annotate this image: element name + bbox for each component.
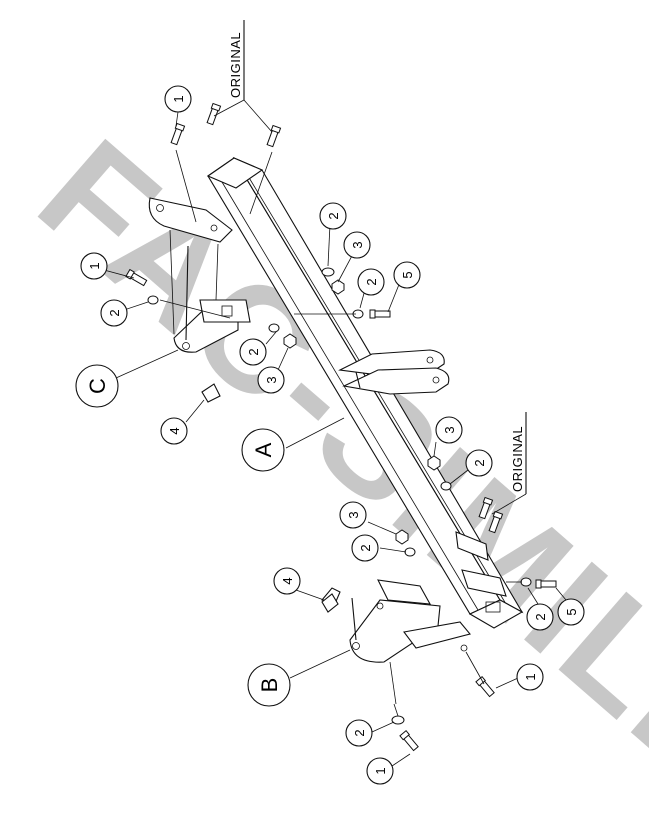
svg-text:2: 2 bbox=[107, 309, 122, 316]
callout-washer: 2 bbox=[526, 603, 554, 631]
svg-text:3: 3 bbox=[264, 376, 279, 383]
callout-bolt: 1 bbox=[516, 663, 544, 691]
center-hitch-bracket bbox=[338, 349, 450, 395]
callout-bolt-5: 5 bbox=[557, 598, 585, 626]
callout-nut: 3 bbox=[339, 501, 367, 529]
svg-text:C: C bbox=[85, 378, 110, 394]
callout-bolt: 1 bbox=[366, 757, 394, 785]
svg-text:2: 2 bbox=[352, 729, 367, 736]
svg-text:4: 4 bbox=[167, 427, 182, 434]
callout-nut: 3 bbox=[257, 366, 285, 394]
svg-text:1: 1 bbox=[523, 673, 538, 680]
original-label-top: ORIGINAL bbox=[213, 20, 273, 133]
svg-text:1: 1 bbox=[171, 95, 186, 102]
callout-bolt-5: 5 bbox=[393, 261, 421, 289]
bracket-right-end bbox=[455, 531, 507, 597]
bracket-b bbox=[321, 579, 471, 705]
svg-text:2: 2 bbox=[358, 544, 373, 551]
svg-text:2: 2 bbox=[472, 459, 487, 466]
callout-washer: 2 bbox=[100, 299, 128, 327]
callout-nut: 3 bbox=[435, 416, 463, 444]
svg-text:3: 3 bbox=[350, 241, 365, 248]
callout-part-c: C bbox=[75, 364, 119, 408]
svg-text:5: 5 bbox=[400, 271, 415, 278]
original-text-top: ORIGINAL bbox=[228, 32, 243, 98]
callout-washer: 2 bbox=[465, 449, 493, 477]
callout-nut: 3 bbox=[343, 231, 371, 259]
callout-washer: 2 bbox=[319, 202, 347, 230]
callout-bolt: 1 bbox=[80, 252, 108, 280]
callout-washer: 2 bbox=[345, 719, 373, 747]
fasteners bbox=[125, 102, 557, 752]
callout-washer: 2 bbox=[357, 268, 385, 296]
svg-text:4: 4 bbox=[280, 577, 295, 584]
callout-washer: 2 bbox=[351, 534, 379, 562]
callout-part-b: B bbox=[247, 663, 291, 707]
original-text-right: ORIGINAL bbox=[510, 426, 525, 492]
svg-text:2: 2 bbox=[364, 278, 379, 285]
callout-clip: 4 bbox=[160, 417, 188, 445]
callout-part-a: A bbox=[241, 428, 285, 472]
callout-clip: 4 bbox=[273, 567, 301, 595]
svg-text:1: 1 bbox=[87, 262, 102, 269]
callouts: 1 1 2 4 2 3 2 3 bbox=[75, 85, 585, 785]
callout-washer: 2 bbox=[239, 338, 267, 366]
svg-text:3: 3 bbox=[442, 426, 457, 433]
bracket-c bbox=[148, 197, 251, 353]
svg-text:B: B bbox=[257, 678, 282, 693]
svg-text:2: 2 bbox=[533, 613, 548, 620]
svg-text:1: 1 bbox=[373, 767, 388, 774]
original-label-right: ORIGINAL bbox=[491, 412, 527, 515]
callout-bolt: 1 bbox=[164, 85, 192, 113]
svg-text:2: 2 bbox=[246, 348, 261, 355]
svg-text:2: 2 bbox=[326, 212, 341, 219]
svg-text:5: 5 bbox=[564, 608, 579, 615]
svg-text:A: A bbox=[251, 442, 276, 457]
svg-text:3: 3 bbox=[346, 511, 361, 518]
